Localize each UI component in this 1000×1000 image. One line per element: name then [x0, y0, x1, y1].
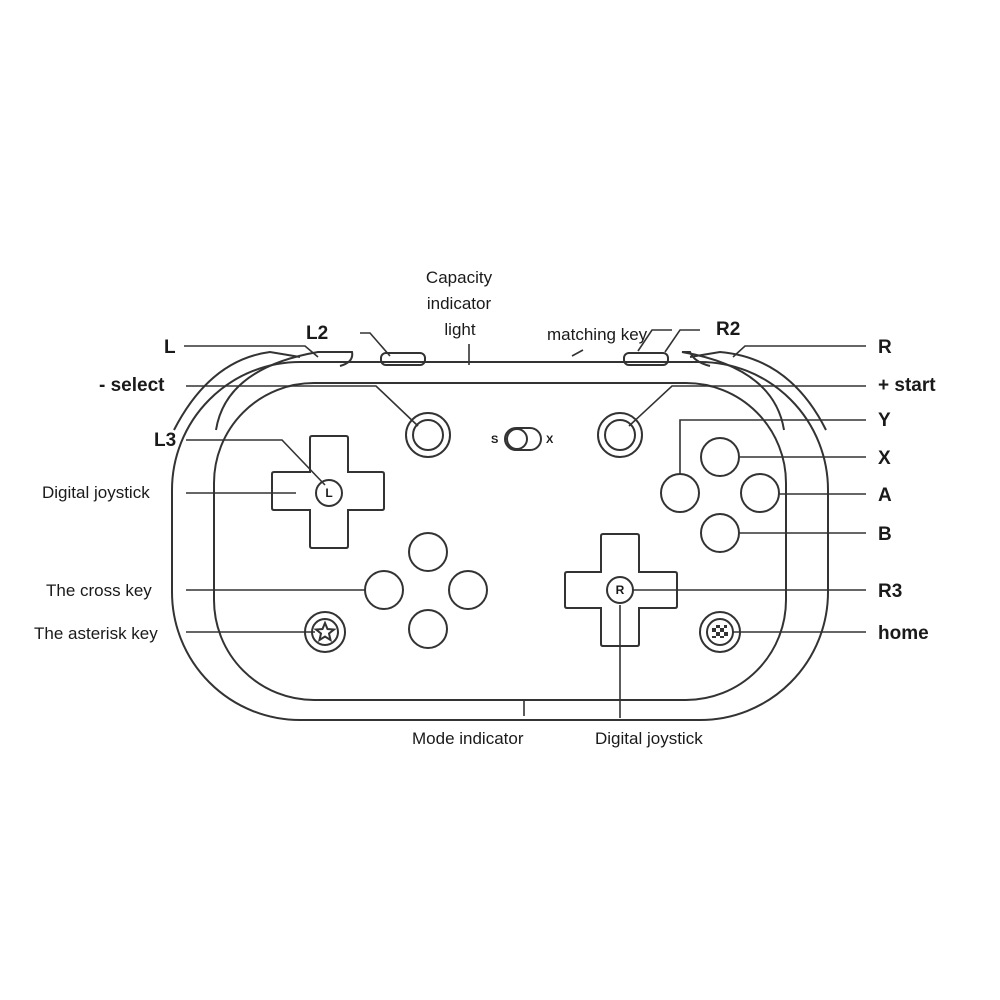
checkered-home-icon [712, 625, 728, 638]
asterisk-key-label: The asterisk key [34, 624, 158, 643]
mode-switch-knob[interactable] [506, 428, 528, 450]
mode-indicator-label: Mode indicator [412, 729, 524, 748]
r2-label: R2 [716, 319, 740, 340]
cross-key-label: The cross key [46, 581, 152, 600]
r-bumper [681, 351, 785, 431]
l2-trigger [380, 352, 426, 366]
controller-body-inner [213, 382, 787, 701]
cross-key-left[interactable] [364, 570, 404, 610]
left-stick[interactable] [315, 479, 343, 507]
y-label: Y [878, 410, 891, 431]
l3-label: L3 [154, 430, 176, 451]
cross-key-down[interactable] [408, 609, 448, 649]
controller-body-outer [171, 361, 829, 721]
capacity-label-2: indicator [427, 294, 492, 313]
select-button[interactable] [405, 412, 451, 458]
r-bumper-top [689, 350, 827, 431]
l-label: L [164, 337, 176, 358]
r3-label: R3 [878, 581, 902, 602]
digital-joystick-bottom-label: Digital joystick [595, 729, 703, 748]
start-label: + start [878, 375, 936, 396]
l-bumper-top [173, 350, 301, 431]
cross-key-up[interactable] [408, 532, 448, 572]
l2-label: L2 [306, 323, 328, 344]
b-button[interactable] [700, 513, 740, 553]
x-label: X [878, 448, 891, 469]
r-label: R [878, 337, 892, 358]
matching-key-label: matching key [547, 325, 648, 344]
mode-switch-x-label: X [546, 434, 554, 446]
home-label: home [878, 623, 929, 644]
star-icon [313, 620, 337, 643]
y-button[interactable] [660, 473, 700, 513]
r2-trigger [623, 352, 669, 366]
capacity-label-3: light [444, 320, 475, 339]
leader-lines [184, 329, 866, 718]
digital-joystick-left-label: Digital joystick [42, 483, 150, 502]
capacity-label-1: Capacity [426, 268, 493, 287]
a-button[interactable] [740, 473, 780, 513]
select-label: - select [99, 375, 165, 396]
b-label: B [878, 524, 892, 545]
x-button[interactable] [700, 437, 740, 477]
a-label: A [878, 485, 892, 506]
left-stick-letter: L [325, 486, 332, 500]
mode-switch-s-label: S [491, 434, 498, 446]
right-stick-letter: R [616, 583, 625, 597]
cross-key-right[interactable] [448, 570, 488, 610]
